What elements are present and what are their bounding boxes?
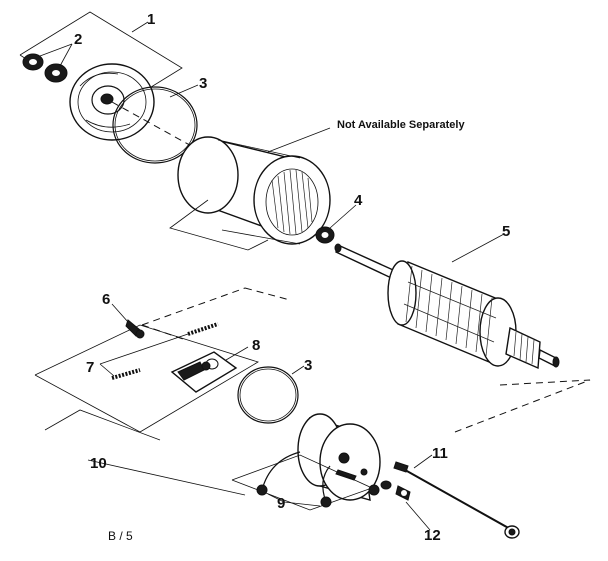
commutator-end-cap [297, 413, 381, 501]
note-pointer [267, 127, 331, 153]
callout-8: 8 [252, 337, 260, 354]
through-bolt-part-11 [393, 461, 520, 539]
page-label: B / 5 [108, 529, 133, 543]
callout-10: 10 [90, 455, 107, 472]
nut-part-12 [395, 485, 411, 501]
leader-lines [39, 21, 505, 531]
callout-9: 9 [277, 495, 285, 512]
motor-housing [177, 136, 331, 245]
nut-part-2 [22, 53, 68, 83]
armature-part-5 [334, 243, 560, 370]
housing-bracket [169, 199, 269, 251]
callout-4: 4 [354, 192, 363, 209]
washer-part-4 [315, 226, 335, 244]
callout-3-lower: 3 [304, 357, 312, 374]
callout-12: 12 [424, 527, 441, 544]
callout-2: 2 [74, 31, 82, 48]
callout-6: 6 [102, 291, 110, 308]
screw-part-7 [111, 322, 219, 380]
nut-near-part-9 [368, 480, 392, 496]
bracket-part-10 [44, 409, 161, 441]
screw-part-6 [125, 319, 145, 339]
bracket-part-10-lower [87, 459, 246, 496]
centerline-upper [111, 101, 196, 149]
not-available-note: Not Available Separately [337, 119, 465, 131]
callout-3-upper: 3 [199, 75, 207, 92]
callout-7: 7 [86, 359, 94, 376]
o-ring-part-3-upper [112, 86, 198, 164]
callout-11: 11 [432, 445, 448, 462]
callout-5: 5 [502, 223, 510, 240]
callout-1: 1 [147, 11, 155, 28]
brush-plate-part-8 [170, 351, 238, 393]
o-ring-part-3-lower [237, 366, 299, 424]
group-box-brush-plate [34, 324, 259, 433]
